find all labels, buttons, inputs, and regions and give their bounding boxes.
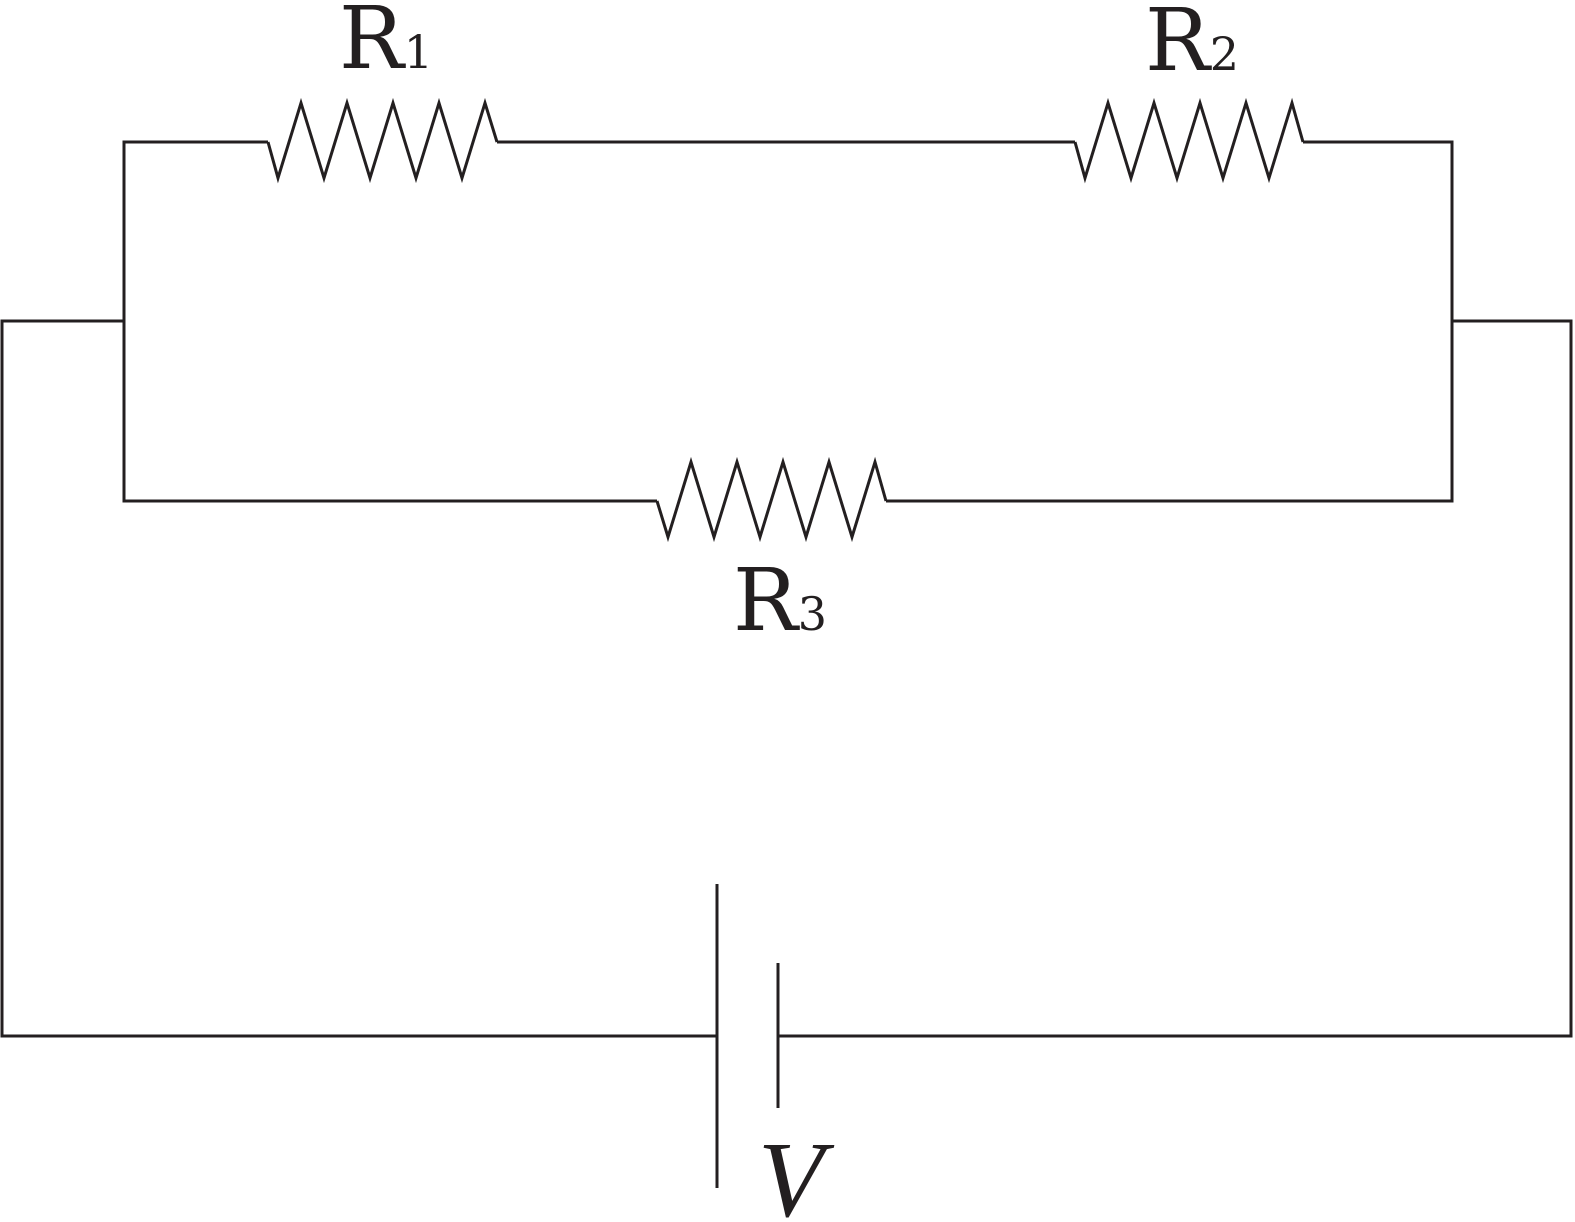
- r1-label: R1: [339, 0, 433, 89]
- resistor-r2: [1073, 97, 1305, 184]
- resistor-r1: [266, 97, 499, 184]
- r3-label: R3: [733, 551, 827, 651]
- wire-outer-right: [778, 319, 1573, 1038]
- wire-top-right: [1303, 140, 1454, 323]
- wire-top-left: [122, 140, 268, 320]
- wire-outer-left: [0, 319, 717, 1038]
- r1-label-subscript: 1: [404, 25, 433, 79]
- r3-label-subscript: 3: [798, 587, 827, 641]
- wire-r3-left: [122, 320, 657, 503]
- r2-label-subscript: 2: [1210, 27, 1239, 81]
- resistor-r3: [655, 456, 888, 543]
- r1-label-symbol: R: [339, 0, 406, 89]
- battery-voltage-label: V: [758, 1121, 835, 1222]
- r2-label: R2: [1145, 0, 1239, 91]
- r3-label-symbol: R: [733, 551, 800, 651]
- r2-label-symbol: R: [1145, 0, 1212, 91]
- wire-r3-right: [886, 323, 1454, 503]
